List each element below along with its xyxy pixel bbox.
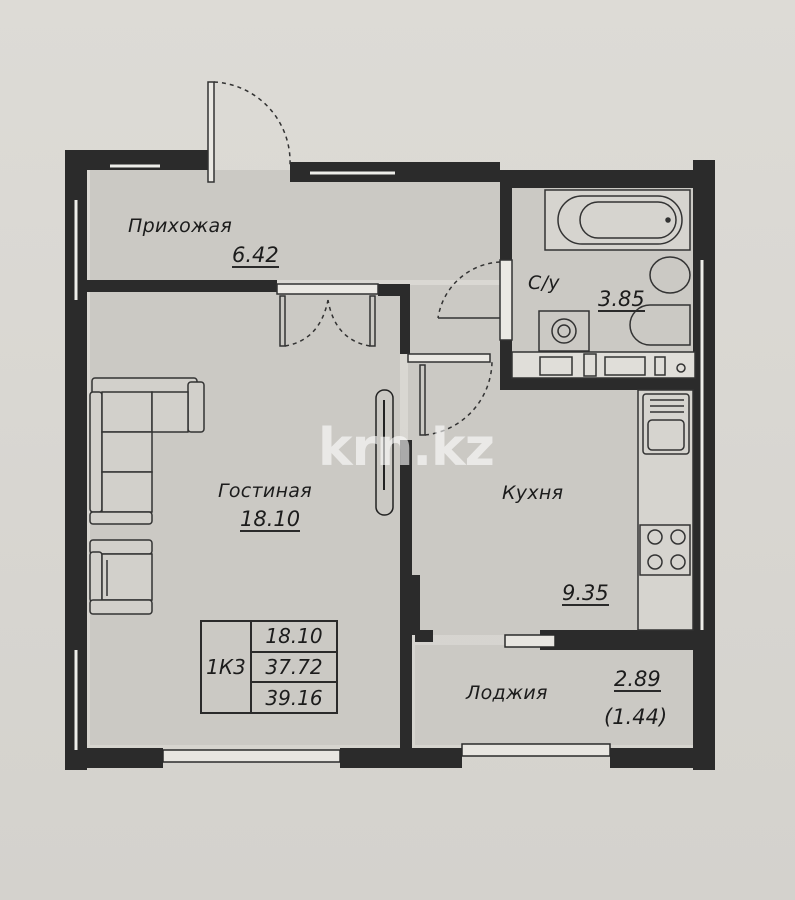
room-label-kitchen: Кухня — [502, 482, 564, 504]
room-label-living: Гостиная — [218, 480, 312, 502]
kitchen-counter — [637, 389, 694, 631]
apartment-summary-table: 1К3 18.10 37.72 39.16 — [200, 620, 338, 714]
room-label-bathroom: С/у — [528, 272, 560, 294]
room-label-hallway: Прихожая — [128, 215, 233, 237]
walls — [65, 150, 715, 770]
room-area-kitchen: 9.35 — [562, 581, 609, 606]
floor-fill — [90, 170, 695, 745]
room-area-hallway: 6.42 — [232, 243, 279, 268]
total-area-value: 37.72 — [252, 653, 336, 684]
room-reduced-area-loggia: (1.44) — [604, 705, 668, 729]
armchair — [89, 539, 153, 615]
room-area-loggia: 2.89 — [614, 667, 661, 692]
room-area-bathroom: 3.85 — [598, 287, 645, 312]
bathtub — [544, 189, 691, 251]
room-area-living: 18.10 — [240, 507, 301, 532]
total-with-loggia-value: 39.16 — [265, 685, 323, 710]
living-area-value: 18.10 — [252, 622, 336, 653]
watermark: krn.kz — [318, 418, 495, 478]
room-label-loggia: Лоджия — [466, 682, 548, 704]
sofa — [89, 377, 205, 525]
apartment-type: 1К3 — [202, 622, 252, 712]
